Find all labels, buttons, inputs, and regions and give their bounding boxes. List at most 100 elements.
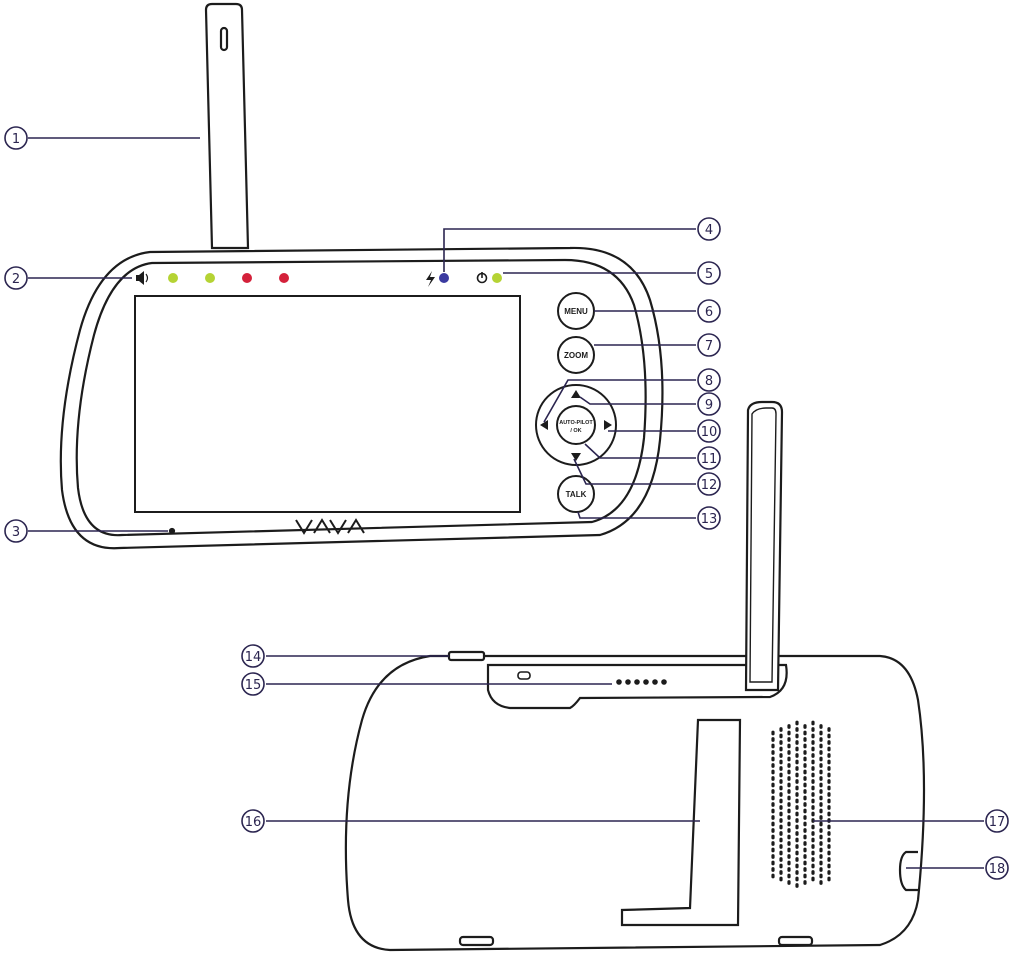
grille-hole <box>787 841 791 846</box>
grille-hole <box>827 753 831 758</box>
grille-hole <box>795 785 799 791</box>
grille-hole <box>779 753 783 758</box>
grille-hole <box>811 863 815 869</box>
arrow-up-icon[interactable] <box>571 390 581 398</box>
grille-hole <box>779 844 783 849</box>
grille-hole <box>819 821 823 827</box>
grille-hole <box>771 847 775 853</box>
grille-hole <box>771 776 775 781</box>
grille-hole <box>819 847 823 853</box>
callout-4: 4 <box>697 217 721 241</box>
grille-hole <box>803 854 807 859</box>
callout-10: 10 <box>697 419 721 443</box>
callout-18: 18 <box>985 856 1009 880</box>
ok-button-label-line1: AUTO-PILOT <box>559 420 593 426</box>
grille-hole <box>787 828 791 833</box>
grille-hole <box>827 870 831 875</box>
foot-left <box>458 935 495 947</box>
grille-hole <box>827 811 831 817</box>
grille-hole <box>779 772 783 778</box>
grille-hole <box>795 779 799 784</box>
grille-hole <box>779 831 783 836</box>
grille-hole <box>787 808 791 814</box>
grille-hole <box>811 844 815 849</box>
grille-hole <box>803 802 807 807</box>
grille-hole <box>795 805 799 810</box>
grille-hole <box>779 863 783 869</box>
grille-hole <box>827 740 831 745</box>
talk-button-label: TALK <box>566 490 587 499</box>
grille-hole <box>819 769 823 775</box>
grille-hole <box>803 847 807 853</box>
grille-hole <box>771 854 775 859</box>
grille-hole <box>819 795 823 801</box>
sound-led-4 <box>279 273 289 283</box>
grille-hole <box>803 776 807 781</box>
grille-hole <box>819 750 823 755</box>
power-icon <box>476 272 488 284</box>
grille-hole <box>771 802 775 807</box>
front-body-inner <box>75 258 647 537</box>
grille-hole <box>803 880 807 885</box>
svg-text:11: 11 <box>701 452 718 467</box>
menu-button-label: MENU <box>564 307 588 316</box>
callout-9: 9 <box>697 392 721 416</box>
power-switch <box>447 650 486 662</box>
ridge-dots <box>616 679 667 685</box>
grille-hole <box>803 795 807 801</box>
grille-hole <box>787 730 791 736</box>
grille-hole <box>811 792 815 797</box>
charge-led <box>439 273 449 283</box>
grille-hole <box>811 850 815 856</box>
grille-hole <box>779 785 783 791</box>
grille-hole <box>771 867 775 872</box>
callout-leaders <box>28 137 984 869</box>
grille-hole <box>787 795 791 801</box>
grille-hole <box>787 789 791 794</box>
grille-hole <box>819 873 823 879</box>
callout-12: 12 <box>697 472 721 496</box>
grille-hole <box>827 805 831 810</box>
grille-hole <box>819 743 823 749</box>
svg-text:16: 16 <box>245 815 262 830</box>
grille-hole <box>779 759 783 765</box>
grille-hole <box>811 857 815 862</box>
grille-hole <box>819 834 823 840</box>
grille-hole <box>811 720 815 726</box>
grille-hole <box>771 815 775 820</box>
callout-6: 6 <box>697 299 721 323</box>
svg-text:7: 7 <box>705 339 713 354</box>
grille-hole <box>771 769 775 775</box>
menu-button[interactable]: MENU <box>557 292 595 330</box>
grille-hole <box>819 724 823 729</box>
grille-hole <box>819 730 823 736</box>
grille-hole <box>779 876 783 882</box>
grille-hole <box>803 789 807 794</box>
callout-3: 3 <box>4 519 28 543</box>
grille-hole <box>803 873 807 879</box>
grille-hole <box>795 857 799 862</box>
grille-hole <box>811 870 815 875</box>
grille-hole <box>803 750 807 755</box>
grille-hole <box>787 860 791 866</box>
talk-button[interactable]: TALK <box>557 475 595 513</box>
grille-hole <box>795 831 799 836</box>
grille-hole <box>811 785 815 791</box>
arrow-right-icon[interactable] <box>604 420 612 430</box>
autopilot-ok-button[interactable]: AUTO-PILOT / OK <box>556 405 596 445</box>
grille-hole <box>779 746 783 752</box>
grille-hole <box>795 720 799 726</box>
grille-hole <box>827 831 831 836</box>
grille-hole <box>827 766 831 771</box>
grille-hole <box>827 746 831 752</box>
arrow-left-icon[interactable] <box>540 420 548 430</box>
callout-15: 15 <box>241 672 265 696</box>
grille-hole <box>811 740 815 745</box>
grille-hole <box>819 782 823 788</box>
side-port <box>898 850 918 892</box>
power-led <box>492 273 502 283</box>
sound-led-1 <box>168 273 178 283</box>
arrow-down-icon[interactable] <box>571 453 581 461</box>
grille-hole <box>787 847 791 853</box>
zoom-button[interactable]: ZOOM <box>557 336 595 374</box>
